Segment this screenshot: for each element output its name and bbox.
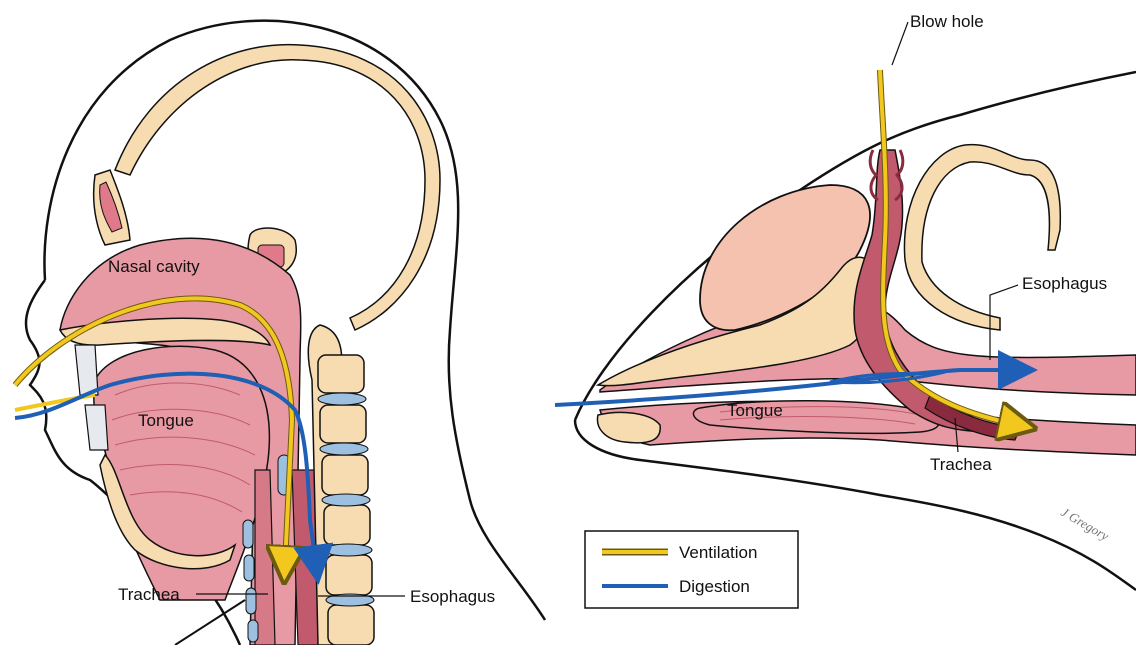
human-neck-line	[175, 600, 245, 645]
human-lower-teeth	[85, 405, 108, 450]
legend: Ventilation Digestion	[585, 531, 798, 608]
dolphin-esophagus-label: Esophagus	[1022, 274, 1107, 293]
human-head-section: Nasal cavity Tongue Trachea Esophagus	[15, 21, 545, 645]
dolphin-tongue-label: Tongue	[727, 401, 783, 420]
legend-label-digestion: Digestion	[679, 577, 750, 596]
legend-label-ventilation: Ventilation	[679, 543, 757, 562]
dolphin-cranium-bone	[904, 145, 1060, 330]
human-tongue-label: Tongue	[138, 411, 194, 430]
dolphin-blow-hole-label: Blow hole	[910, 12, 984, 31]
human-spine	[308, 325, 374, 645]
artist-signature: J Gregory	[1059, 504, 1112, 543]
dolphin-trachea-label: Trachea	[930, 455, 992, 474]
human-nasal-cavity-label: Nasal cavity	[108, 257, 200, 276]
dolphin-blow-hole-leader	[892, 22, 908, 65]
human-trachea-label: Trachea	[118, 585, 180, 604]
dolphin-head-section: Blow hole Esophagus Tongue Trachea J Gre…	[555, 12, 1136, 590]
human-upper-teeth	[75, 345, 98, 395]
human-esophagus-label: Esophagus	[410, 587, 495, 606]
